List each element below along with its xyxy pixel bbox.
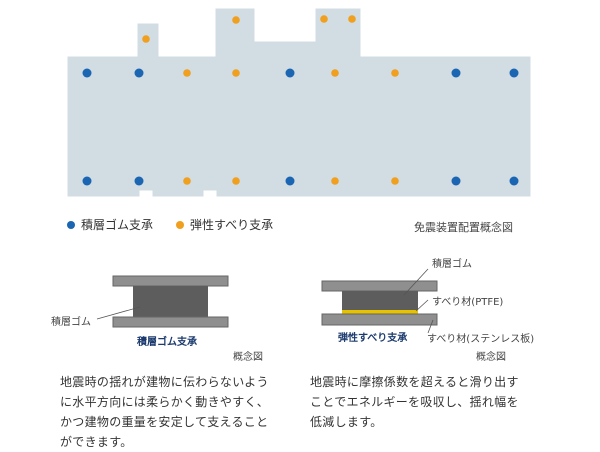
sliding-bearing-dot	[232, 16, 240, 24]
left-description: 地震時の揺れが建物に伝わらないように水平方向には柔らかく動きやすく、かつ建物の重…	[60, 375, 270, 449]
rubber-bearing-dot	[134, 68, 144, 78]
right-under-label: 弾性すべり支承	[338, 333, 408, 344]
rubber-bearing-dot	[82, 68, 92, 78]
sliding-bearing-dot	[348, 15, 356, 23]
sliding-bearing-dot	[142, 35, 150, 43]
callout-rubber-line	[403, 268, 429, 296]
rubber-bearing-dot	[509, 176, 519, 186]
rubber-block	[342, 291, 418, 310]
sliding-bearing-diagram	[321, 268, 438, 334]
rubber-bearing-dot	[82, 176, 92, 186]
right-callout-ptfe: すべり材(PTFE)	[432, 297, 504, 308]
sliding-bearing-dot	[391, 69, 399, 77]
top-plate	[112, 275, 229, 287]
rubber-bearing-dot	[451, 176, 461, 186]
right-description: 地震時に摩擦係数を超えると滑り出すことでエネルギーを吸収し、揺れ幅を低減します。	[310, 375, 519, 429]
rubber-bearing-dot	[451, 68, 461, 78]
legend-sliding: 弾性すべり支承	[176, 216, 273, 233]
diagram-title: 免震装置配置概念図	[414, 221, 513, 234]
sliding-bearing-dot	[391, 177, 399, 185]
legend-rubber: 積層ゴム支承	[67, 216, 153, 233]
sliding-bearing-dot	[232, 177, 240, 185]
top-plate	[321, 280, 438, 292]
sliding-bearing-dot	[320, 15, 328, 23]
building-floor-outline	[64, 5, 534, 200]
stainless-plate	[321, 313, 438, 326]
orange-dot-icon	[176, 220, 184, 229]
right-callout-rubber: 積層ゴム	[432, 259, 472, 270]
sliding-bearing-dot	[331, 177, 339, 185]
legend-sliding-label: 弾性すべり支承	[190, 218, 274, 232]
sliding-bearing-dot	[331, 69, 339, 77]
ptfe-layer	[342, 310, 418, 314]
callout-ptfe-line	[415, 299, 429, 312]
callout-stainless-line	[427, 319, 434, 334]
left-concept-label: 概念図	[233, 352, 263, 363]
right-callout-stainless: すべり材(ステンレス板)	[427, 334, 535, 345]
bottom-plate	[112, 316, 229, 328]
legend-rubber-label: 積層ゴム支承	[81, 218, 154, 232]
right-concept-label: 概念図	[476, 352, 506, 363]
left-under-label: 積層ゴム支承	[137, 337, 197, 348]
rubber-block	[133, 286, 208, 317]
rubber-bearing-dot	[285, 176, 295, 186]
sliding-bearing-dot	[183, 177, 191, 185]
left-callout-rubber: 積層ゴム	[51, 317, 91, 328]
callout-line	[96, 306, 141, 320]
sliding-bearing-dot	[183, 69, 191, 77]
isolator-layout-plan	[64, 5, 534, 200]
rubber-bearing-dot	[285, 68, 295, 78]
blue-dot-icon	[67, 220, 75, 229]
sliding-bearing-dot	[232, 69, 240, 77]
rubber-bearing-diagram	[96, 275, 229, 328]
rubber-bearing-dot	[134, 176, 144, 186]
rubber-bearing-dot	[509, 68, 519, 78]
